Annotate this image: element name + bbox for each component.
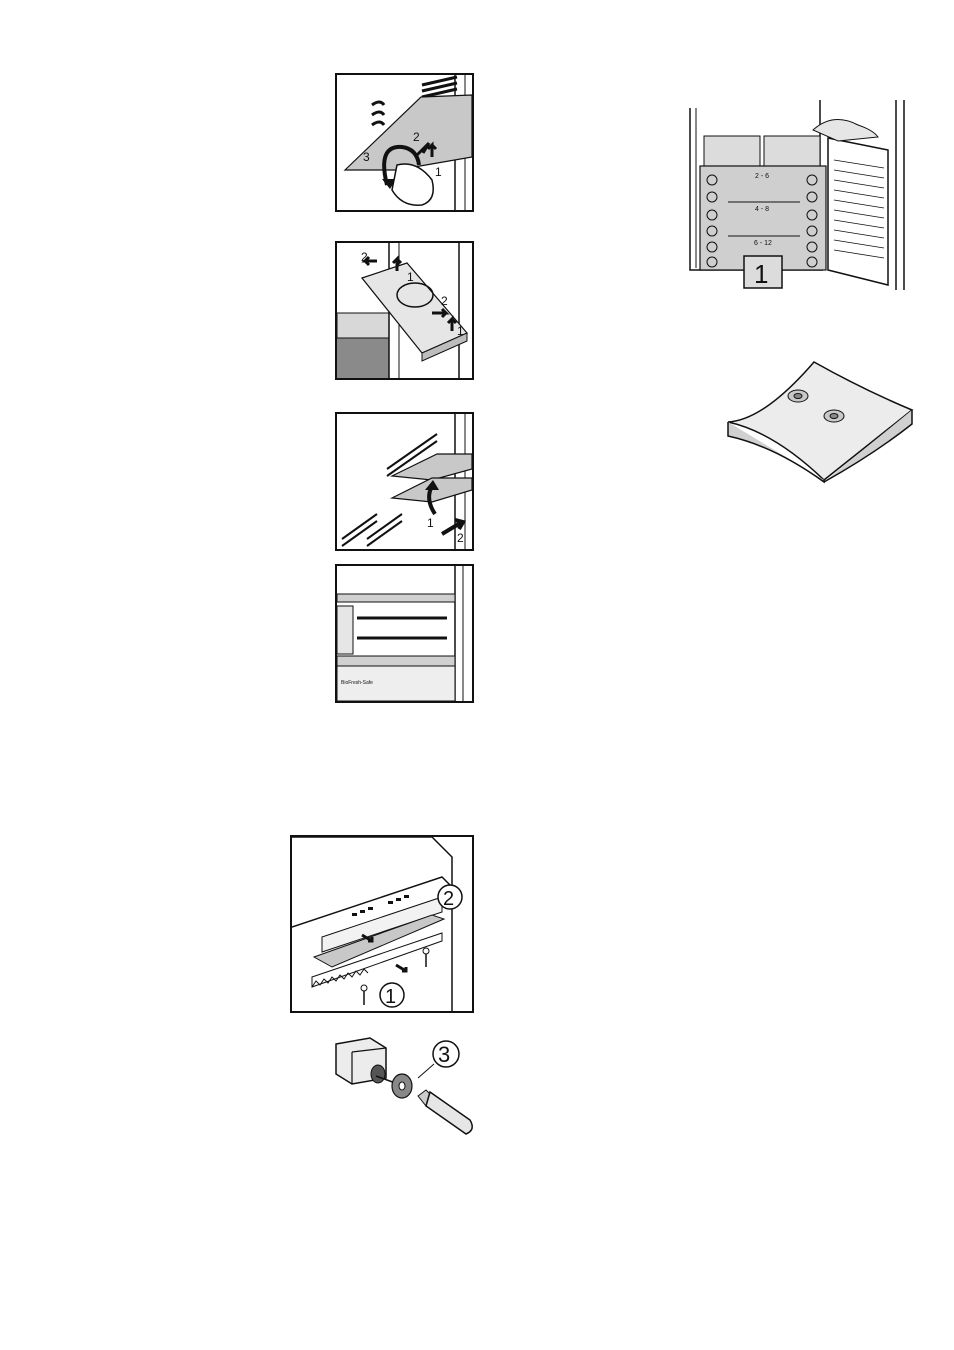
light-cover-illustration: 2 1 [292,837,472,1011]
zone-temperature: 6 - 12 [754,240,772,247]
bulb-socket-illustration: 3 [330,1030,480,1138]
step-number: 1 [457,324,464,338]
shelf-removal-illustration: 1 2 3 [337,75,472,210]
figure-interior-biofresh: BioFresh-Safe [335,564,474,703]
figure-fridge-zones: 2 - 6 4 - 8 6 - 12 1 [688,100,910,292]
step-number: 1 [435,165,442,179]
callout-number: 1 [385,986,396,1008]
figure-pad [724,360,916,484]
zone-temperature: 2 - 6 [755,173,769,180]
zone-temperature: 4 - 8 [755,206,769,213]
callout-number: 2 [443,888,454,910]
figure-light-cover: 2 1 [290,835,474,1013]
figure-rack-removal: 1 1 2 2 [335,241,474,380]
fridge-illustration: 2 - 6 4 - 8 6 - 12 1 [688,100,910,292]
figure-bulb-socket: 3 [330,1030,480,1138]
step-number: 1 [407,270,414,284]
step-number: 2 [413,130,420,144]
callout-number: 1 [754,259,768,289]
step-number: 2 [441,294,448,308]
step-number: 2 [361,250,368,264]
step-number: 2 [457,531,464,545]
rack-removal-illustration: 1 1 2 2 [337,243,472,378]
figure-shelf-insertion: 1 2 [335,412,474,551]
pad-illustration [724,360,916,484]
interior-illustration: BioFresh-Safe [337,566,472,701]
step-number: 3 [363,150,370,164]
shelf-insertion-illustration: 1 2 [337,414,472,549]
figure-shelf-removal: 1 2 3 [335,73,474,212]
step-number: 1 [427,516,434,530]
callout-number: 3 [438,1042,450,1067]
drawer-label: BioFresh-Safe [341,680,373,686]
